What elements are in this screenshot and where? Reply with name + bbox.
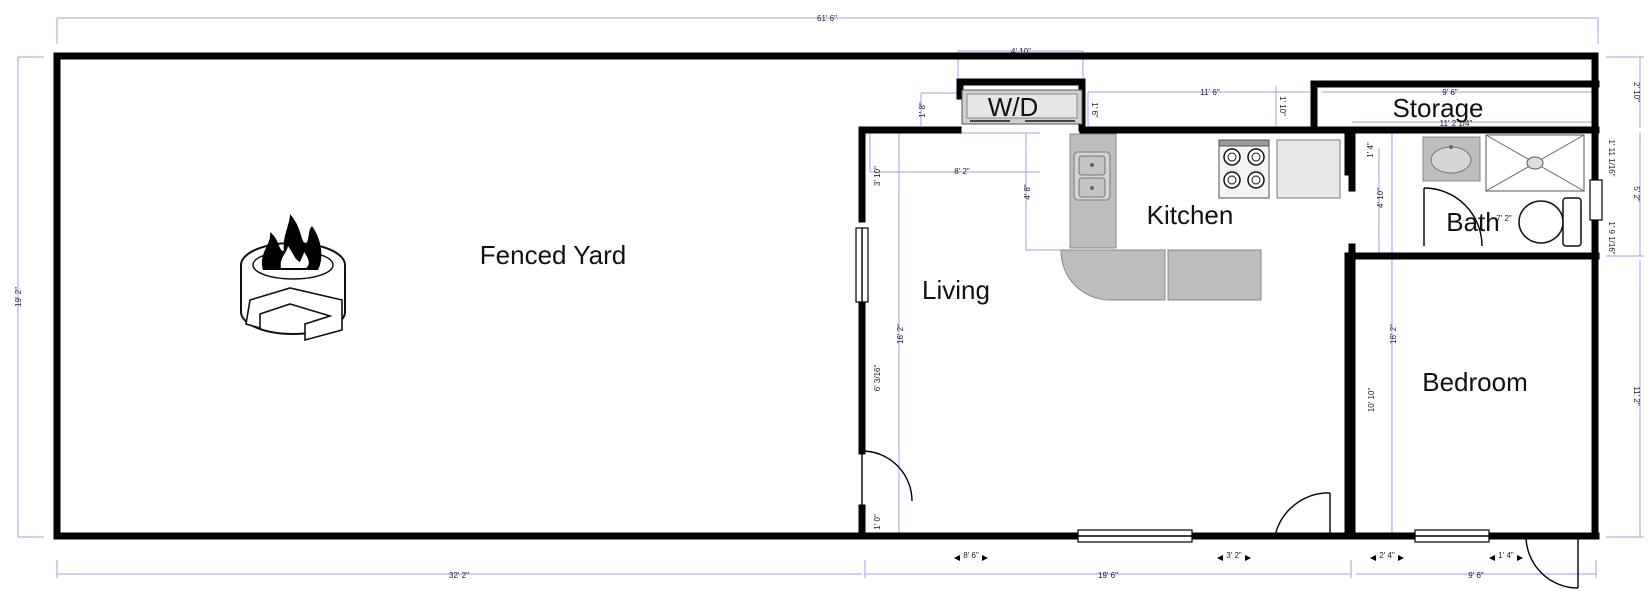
- dim-living-to-storage: 11' 6": [1200, 88, 1220, 97]
- room-label-living: Living: [922, 275, 990, 305]
- dim-storage-width: 9' 6": [1442, 88, 1458, 97]
- room-label-fenced-yard: Fenced Yard: [480, 240, 626, 270]
- dim-kitchen-wall-mid: 4' 10": [1376, 188, 1385, 208]
- dim-bedroom-door-offset: 10' 10": [1367, 388, 1376, 413]
- room-label-bedroom: Bedroom: [1422, 367, 1528, 397]
- dim-living-left-top: 3' 10": [873, 166, 882, 186]
- dim-living-width: 19' 6": [1098, 571, 1118, 580]
- windows: [855, 179, 1603, 543]
- doors: [861, 187, 1579, 589]
- dimension-labels: 61' 6" 19' 2" 2' 10" 5' 2" 11' 2" 32' 2"…: [14, 14, 1641, 580]
- dim-living-left-mid: 6' 3/16": [873, 365, 882, 392]
- dim-right-bath: 5' 2": [1632, 186, 1641, 202]
- exterior-wall: [53, 52, 1599, 540]
- dim-living-left-bottom: 1' 0": [873, 514, 882, 530]
- dim-bottom-bedroom-right: 1' 4": [1498, 551, 1514, 560]
- dim-yard-width: 32' 2": [449, 571, 469, 580]
- dim-wd-width: 4' 10": [1011, 47, 1031, 56]
- dim-bottom-bedroom-left: 2' 4": [1379, 551, 1395, 560]
- dim-bedroom-height: 16' 2": [1389, 324, 1398, 344]
- room-label-kitchen: Kitchen: [1147, 200, 1234, 230]
- shower-icon: [1485, 134, 1585, 192]
- dim-bedroom-width: 9' 6": [1468, 571, 1484, 580]
- fire-pit-icon: [240, 214, 346, 342]
- dim-kitchen-wall-top: 1' 4": [1366, 142, 1375, 158]
- dim-wd-depth: 1' 8": [918, 102, 927, 118]
- dim-right-top: 2' 10": [1632, 82, 1641, 102]
- dim-living-top: 8' 2": [954, 167, 970, 176]
- dim-kitchen-sink: 4' 8": [1023, 184, 1032, 200]
- dim-bath-width: 7' 2": [1496, 214, 1512, 223]
- toilet-icon: [1518, 197, 1582, 247]
- dim-right-bedroom: 11' 2": [1632, 386, 1641, 406]
- room-label-storage: Storage: [1392, 93, 1483, 123]
- dim-bath-right-top: 1' 11 1/16": [1607, 139, 1616, 176]
- washer-dryer-icon: [961, 89, 1083, 125]
- dimension-arrows: [954, 555, 1523, 561]
- room-label-bath: Bath: [1446, 207, 1500, 237]
- dim-bath-right-bottom: 1' 9 1/16": [1607, 221, 1616, 254]
- stove-icon: [1218, 139, 1270, 199]
- dim-storage-wall: 1' 10": [1278, 96, 1287, 116]
- sink-icon: [1073, 151, 1111, 201]
- walls: [53, 52, 1600, 540]
- dim-bottom-living-right: 3' 2": [1226, 551, 1242, 560]
- dim-wd-gap: 1' 6": [1090, 102, 1099, 118]
- room-label-wd: W/D: [988, 92, 1039, 122]
- room-labels: Fenced Yard Living Kitchen Bath Storage …: [480, 92, 1528, 397]
- dim-bottom-living-left: 8' 6": [963, 551, 979, 560]
- dim-overall-height: 19' 2": [14, 287, 23, 307]
- dim-storage-inner: 11' 2 1/4": [1440, 119, 1473, 128]
- dim-overall-width: 61' 6": [817, 14, 837, 23]
- bath-sink-icon: [1422, 136, 1481, 182]
- dim-living-height: 16' 2": [896, 324, 905, 344]
